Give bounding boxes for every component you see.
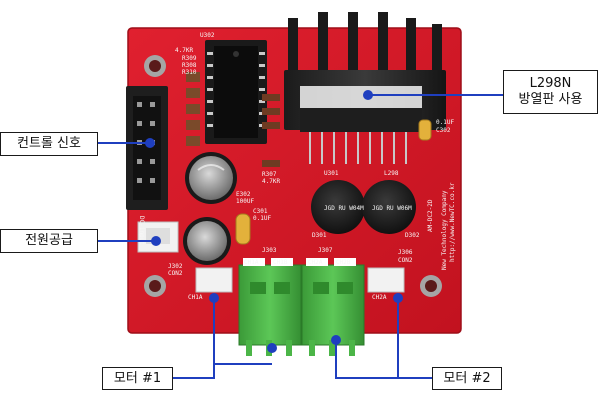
- heatsink: [284, 12, 446, 164]
- label-ch1b: CH1B: [273, 259, 288, 266]
- mounting-holes: [144, 55, 442, 297]
- label-ch1a: CH1A: [244, 259, 259, 266]
- label-model: AM-DC2-2D: [427, 199, 434, 232]
- callout-heatsink-line2: 방열판 사용: [518, 92, 583, 107]
- label-url: http://www.NewTC.co.kr: [449, 182, 456, 262]
- small-connectors: [195, 267, 405, 293]
- label-con2b: CON2: [168, 270, 183, 277]
- label-ch2a-small: CH2A: [372, 294, 387, 301]
- leader-lines: [98, 94, 503, 379]
- label-r309-val: 4.7KR: [175, 47, 193, 54]
- label-j303: J303: [262, 247, 277, 254]
- label-r308: R308: [182, 62, 197, 69]
- resistor-array: [186, 72, 200, 146]
- resistors-mid: [262, 94, 280, 167]
- label-ch1a-small: CH1A: [188, 294, 203, 301]
- label-c301: C301: [253, 208, 268, 215]
- label-company: New Technology Company: [441, 190, 448, 270]
- motor-terminals: [238, 258, 365, 356]
- label-d302: D302: [405, 232, 420, 239]
- label-j307: J307: [318, 247, 333, 254]
- label-u302: U302: [200, 32, 215, 39]
- callout-heatsink-line1: L298N: [529, 76, 572, 92]
- callout-power-supply: 전원공급: [0, 229, 98, 253]
- label-r309: R309: [182, 55, 197, 62]
- label-ch2b: CH2B: [336, 259, 351, 266]
- capacitor-top: [185, 152, 237, 204]
- dip-ic: [205, 40, 267, 144]
- label-c302-val: 0.1UF: [436, 119, 454, 126]
- callout-motor1: 모터 #1: [102, 367, 173, 390]
- label-d301: D301: [312, 232, 327, 239]
- label-c302: C302: [436, 127, 451, 134]
- label-e302: E302: [236, 191, 251, 198]
- label-bridge-1: JGD RU W04M: [324, 205, 364, 212]
- label-con2: CON2: [398, 257, 413, 264]
- callout-heatsink: L298N 방열판 사용: [503, 70, 598, 114]
- callout-control-signal-text: 컨트롤 신호: [17, 136, 81, 152]
- callout-motor1-text: 모터 #1: [113, 370, 162, 386]
- label-r307: R307: [262, 171, 277, 178]
- callout-motor2: 모터 #2: [432, 367, 502, 390]
- label-c301-val: 0.1UF: [253, 215, 271, 222]
- label-j306: J306: [398, 249, 413, 256]
- small-caps: [235, 119, 432, 245]
- leader-markers: [145, 90, 403, 353]
- label-u301: U301: [324, 170, 339, 177]
- leader-motor1-a: [173, 298, 215, 379]
- label-r310: R310: [182, 69, 197, 76]
- leader-motor2-a: [335, 340, 432, 379]
- bridge-rectifiers: [311, 180, 416, 234]
- silkscreen: U302 4.7KR R309 R308 R310 U301 L298 0.1U…: [138, 32, 456, 301]
- label-j302: J302: [168, 263, 183, 270]
- capacitor-bottom: [183, 217, 231, 265]
- callout-control-signal: 컨트롤 신호: [0, 132, 98, 156]
- callout-motor2-text: 모터 #2: [443, 370, 491, 386]
- label-e302-val: 100UF: [236, 198, 254, 205]
- label-bridge-2: JGD RU W06M: [372, 205, 412, 212]
- callout-power-supply-text: 전원공급: [25, 233, 73, 249]
- idc-header: [126, 86, 168, 210]
- label-ch2a: CH2A: [308, 259, 323, 266]
- label-r307-val: 4.7KR: [262, 178, 280, 185]
- label-l298: L298: [384, 170, 399, 177]
- label-dc-input: DC-input: [138, 216, 145, 245]
